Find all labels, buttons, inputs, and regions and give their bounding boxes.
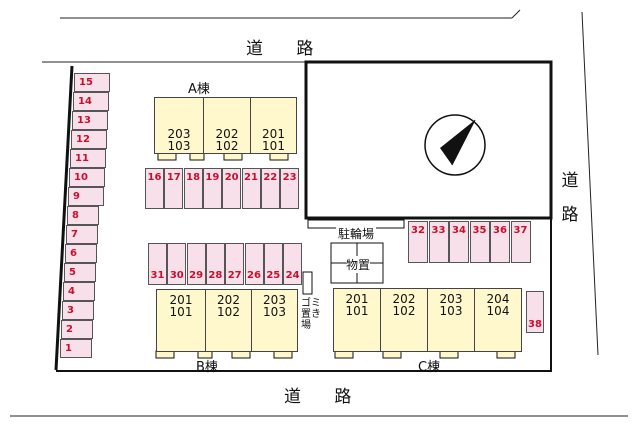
unit-number-lower: 101 xyxy=(262,139,285,153)
road-label-bottom: 道 路 xyxy=(284,387,366,407)
unit-number-upper: 201 xyxy=(169,293,193,307)
unit-number-upper: 201 xyxy=(345,292,369,306)
parking-space-19: 19 xyxy=(202,168,222,209)
garbage-area-label: ゴミ置き場 xyxy=(301,298,321,331)
unit-c-1: 201 101 xyxy=(333,288,381,352)
unit-number-lower: 102 xyxy=(217,305,240,319)
unit-number-upper: 203 xyxy=(263,293,286,307)
storage-label: 物置 xyxy=(346,256,371,273)
parking-space-34: 34 xyxy=(449,221,469,263)
top-road-corner xyxy=(511,9,521,19)
parking-space-11: 11 xyxy=(70,149,106,168)
parking-space-10: 10 xyxy=(69,168,105,187)
parking-space-37: 37 xyxy=(510,221,531,263)
right-road-edge xyxy=(581,11,599,356)
parking-space-38: 38 xyxy=(526,291,544,333)
unit-number-lower: 104 xyxy=(486,304,510,318)
unit-c-3: 203 103 xyxy=(427,288,475,352)
north-compass-icon xyxy=(424,114,486,176)
parking-space-3: 3 xyxy=(62,301,94,320)
parking-space-20: 20 xyxy=(222,168,242,209)
unit-number-lower: 103 xyxy=(439,304,463,318)
unit-number-upper: 201 xyxy=(262,127,285,141)
unit-a-2: 202 102 xyxy=(203,97,251,154)
parking-space-9: 9 xyxy=(68,187,104,206)
unit-number-lower: 103 xyxy=(263,305,286,319)
parking-space-25: 25 xyxy=(263,243,283,285)
bicycle-parking-label: 駐輪場 xyxy=(336,225,377,242)
unit-number-upper: 202 xyxy=(392,292,416,306)
parking-space-32: 32 xyxy=(408,221,428,263)
road-label-top: 道 路 xyxy=(246,39,328,59)
unit-number-lower: 101 xyxy=(169,305,193,319)
unit-c-2: 202 102 xyxy=(380,288,428,352)
site-boundary-left xyxy=(54,65,74,371)
unit-number-upper: 202 xyxy=(215,127,239,141)
unit-number-upper: 204 xyxy=(486,292,510,306)
unit-number-lower: 102 xyxy=(392,304,416,318)
unit-number-lower: 103 xyxy=(167,139,191,153)
parking-space-31: 31 xyxy=(148,243,167,285)
unit-b-1: 201 101 xyxy=(156,289,206,352)
parking-space-17: 17 xyxy=(164,168,184,209)
parking-space-27: 27 xyxy=(225,243,245,285)
parking-space-8: 8 xyxy=(67,206,99,225)
parking-space-28: 28 xyxy=(205,243,225,285)
road-label-right-char-2: 路 xyxy=(561,205,579,225)
parking-space-29: 29 xyxy=(186,243,206,285)
road-label-right: 道 路 xyxy=(560,164,580,232)
parking-space-21: 21 xyxy=(241,168,261,209)
unit-b-3: 203 103 xyxy=(251,289,298,352)
garbage-box xyxy=(302,271,313,295)
building-a-label: A棟 xyxy=(188,82,210,97)
unit-number-upper: 203 xyxy=(439,292,463,306)
parking-space-12: 12 xyxy=(71,130,107,149)
parking-space-13: 13 xyxy=(72,111,108,130)
building-b-label: B棟 xyxy=(196,360,218,375)
parking-space-30: 30 xyxy=(167,243,187,285)
unit-a-3: 201 101 xyxy=(250,97,297,154)
parking-space-16: 16 xyxy=(145,168,164,209)
parking-space-35: 35 xyxy=(469,221,490,263)
parking-space-14: 14 xyxy=(73,92,109,111)
unit-number-upper: 202 xyxy=(217,293,240,307)
parking-space-6: 6 xyxy=(65,244,97,263)
building-c-label: C棟 xyxy=(418,360,441,375)
unit-c-4: 204 104 xyxy=(474,288,522,352)
parking-space-36: 36 xyxy=(490,221,510,263)
unit-a-1: 203 103 xyxy=(154,97,204,154)
parking-space-2: 2 xyxy=(61,320,93,339)
parking-space-5: 5 xyxy=(64,263,96,282)
parking-space-22: 22 xyxy=(260,168,280,209)
parking-space-4: 4 xyxy=(63,282,95,301)
unit-number-lower: 102 xyxy=(215,139,239,153)
parking-space-33: 33 xyxy=(428,221,449,263)
unit-b-2: 202 102 xyxy=(205,289,252,352)
parking-space-18: 18 xyxy=(183,168,203,209)
parking-space-24: 24 xyxy=(283,243,303,285)
unit-number-lower: 101 xyxy=(345,304,369,318)
unit-number-upper: 203 xyxy=(167,127,191,141)
parking-space-1: 1 xyxy=(60,339,92,358)
parking-space-26: 26 xyxy=(244,243,264,285)
road-label-right-char-1: 道 xyxy=(561,171,579,191)
parking-space-23: 23 xyxy=(280,168,300,209)
parking-space-15: 15 xyxy=(74,73,110,92)
parking-space-7: 7 xyxy=(66,225,98,244)
